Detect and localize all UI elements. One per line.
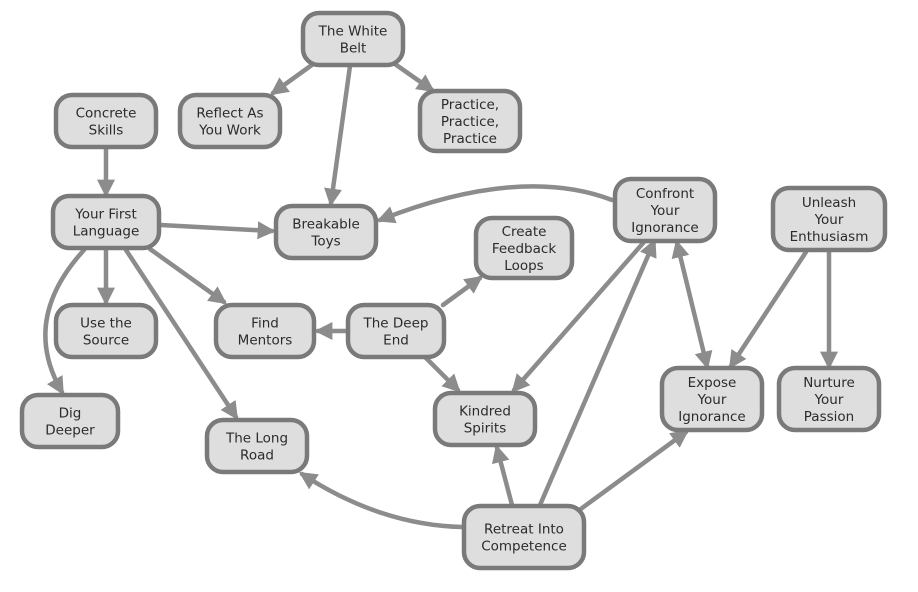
node-feedback-loops-box: [473, 215, 575, 281]
edge-white-belt-to-breakable-toys: [324, 63, 353, 207]
node-practice-box: [417, 88, 523, 154]
edge-first-language-to-find-mentors: [147, 246, 227, 305]
node-retreat-label-line: Retreat Into: [484, 522, 564, 538]
node-reflect-label-line: Reflect As: [196, 106, 263, 122]
node-white-belt-label-line: Belt: [340, 41, 367, 57]
node-find-mentors-label-line: Mentors: [238, 333, 293, 349]
node-nurture-label-line: Nurture: [803, 375, 855, 391]
node-breakable-toys-label-line: Breakable: [292, 217, 360, 233]
node-find-mentors-label-line: Find: [251, 316, 279, 332]
node-first-language-box: [50, 193, 162, 251]
edge-confront-to-expose: [671, 239, 713, 370]
node-concrete-skills-box: [53, 92, 159, 150]
node-breakable-toys-box: [273, 203, 379, 261]
node-deep-end-label-line: The Deep: [363, 316, 429, 332]
node-unleash-label-line: Your: [814, 212, 844, 228]
node-feedback-loops-label-line: Loops: [504, 258, 543, 274]
node-expose-label-line: Your: [697, 392, 727, 408]
node-deep-end-label-line: End: [383, 333, 409, 349]
node-unleash-label-line: Enthusiasm: [790, 229, 869, 245]
node-confront-label-line: Your: [650, 203, 680, 219]
edge-confront-to-kindred-spirits: [511, 239, 647, 393]
node-long-road-label-line: The Long: [225, 431, 288, 447]
node-reflect-box: [177, 92, 283, 150]
node-long-road-box: [204, 417, 310, 475]
node-retreat-label-line: Competence: [481, 539, 567, 555]
node-practice: Practice,Practice,Practice: [417, 88, 523, 154]
edge-retreat-to-expose: [575, 429, 689, 514]
edge-first-language-to-dig-deeper: [43, 247, 87, 396]
node-retreat-box: [461, 503, 587, 571]
node-nurture-label-line: Your: [814, 392, 844, 408]
node-first-language-label-line: Your First: [74, 207, 137, 223]
node-unleash-label-line: Unleash: [802, 195, 856, 211]
node-use-source-box: [53, 302, 159, 360]
node-confront-label-line: Confront: [636, 186, 694, 202]
node-use-source-label-line: Use the: [80, 316, 132, 332]
node-nurture-box: [776, 365, 882, 433]
node-concrete-skills-label-line: Skills: [89, 123, 124, 139]
node-kindred-spirits-label-line: Spirits: [464, 421, 507, 437]
edge-unleash-to-expose: [728, 249, 809, 370]
node-expose-box: [659, 365, 765, 433]
node-long-road-label-line: Road: [240, 448, 274, 464]
edge-white-belt-to-practice: [389, 59, 435, 93]
node-find-mentors-box: [213, 302, 317, 360]
node-dig-deeper-label-line: Deeper: [45, 423, 95, 439]
node-feedback-loops-label-line: Create: [502, 224, 547, 240]
node-white-belt-box: [300, 10, 406, 68]
node-nurture-label-line: Passion: [804, 409, 854, 425]
edge-confront-to-breakable-toys: [376, 184, 615, 224]
edge-retreat-to-long-road: [298, 471, 465, 530]
node-feedback-loops-label-line: Feedback: [492, 241, 556, 257]
node-concrete-skills-label-line: Concrete: [76, 106, 137, 122]
edge-deep-end-to-feedback-loops: [440, 275, 483, 308]
node-practice-label-line: Practice,: [441, 114, 499, 130]
node-practice-label-line: Practice,: [441, 97, 499, 113]
node-dig-deeper-box: [19, 392, 121, 450]
node-unleash-box: [770, 185, 888, 253]
edge-deep-end-to-kindred-spirits: [423, 355, 461, 393]
edge-retreat-to-confront: [537, 238, 657, 508]
node-breakable-toys-label-line: Toys: [310, 234, 340, 250]
node-deep-end-box: [345, 302, 447, 360]
node-confront-box: [612, 176, 718, 244]
node-white-belt-label-line: The White: [318, 24, 388, 40]
node-dig-deeper-label-line: Dig: [59, 406, 82, 422]
node-confront-label-line: Ignorance: [631, 220, 698, 236]
node-expose-label-line: Expose: [688, 375, 737, 391]
node-practice-label-line: Practice: [443, 131, 497, 147]
edges-layer: [43, 59, 838, 530]
node-kindred-spirits-box: [432, 390, 538, 448]
edge-white-belt-to-reflect: [270, 59, 319, 96]
edge-first-language-to-long-road: [123, 247, 239, 421]
node-kindred-spirits-label-line: Kindred: [459, 404, 511, 420]
edge-retreat-to-kindred-spirits: [491, 444, 515, 508]
node-first-language-label-line: Language: [73, 224, 140, 240]
node-use-source-label-line: Source: [83, 333, 129, 349]
node-expose-label-line: Ignorance: [678, 409, 745, 425]
edge-first-language-to-breakable-toys: [158, 221, 276, 240]
node-reflect-label-line: You Work: [198, 123, 261, 139]
